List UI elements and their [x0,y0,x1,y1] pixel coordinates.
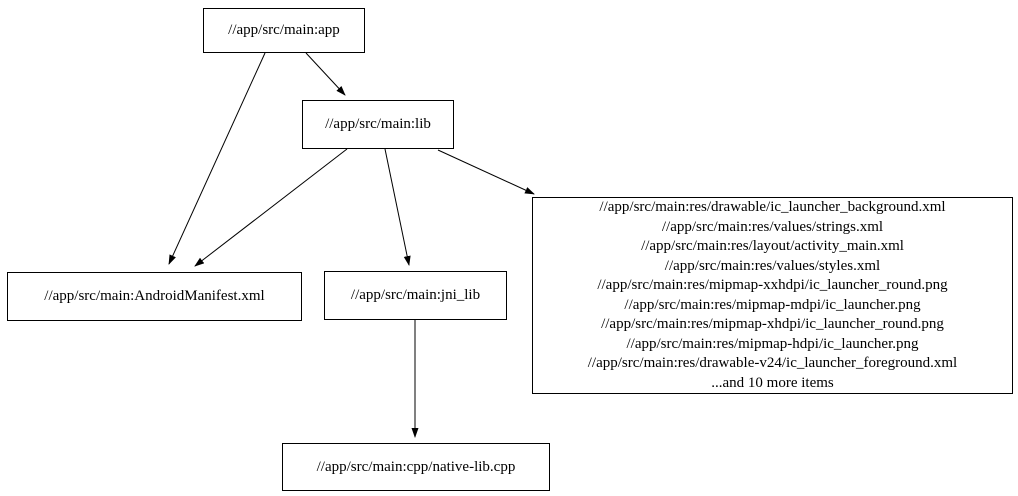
edge-lib-to-res-group [437,149,535,195]
node-android-manifest: //app/src/main:AndroidManifest.xml [7,272,302,321]
res-group-line: //app/src/main:res/mipmap-hdpi/ic_launch… [626,335,919,352]
node-lib: //app/src/main:lib [302,100,454,149]
res-group-line: //app/src/main:res/mipmap-xhdpi/ic_launc… [601,316,944,332]
res-group-line: //app/src/main:res/values/styles.xml [664,257,881,274]
res-group-line: //app/src/main:res/drawable/ic_launcher_… [599,199,946,215]
node-native-lib: //app/src/main:cpp/native-lib.cpp [282,443,550,491]
node-lib-label: //app/src/main:lib [325,116,431,132]
node-jni-lib-label: //app/src/main:jni_lib [350,287,481,303]
edge-app-to-lib [305,52,346,96]
res-group-line: //app/src/main:res/drawable-v24/ic_launc… [587,355,958,371]
node-res-group: //app/src/main:res/drawable/ic_launcher_… [532,197,1013,394]
node-native-lib-label: //app/src/main:cpp/native-lib.cpp [316,458,516,475]
edge-lib-to-manifest [194,148,348,267]
res-group-line: //app/src/main:res/layout/activity_main.… [641,238,904,254]
edge-app-to-manifest [168,52,266,265]
res-group-line: //app/src/main:res/mipmap-mdpi/ic_launch… [624,296,921,313]
node-app-label: //app/src/main:app [228,22,340,38]
node-app: //app/src/main:app [203,8,365,53]
res-group-more-items: ...and 10 more items [711,374,834,391]
edge-lib-to-jni-lib [384,148,411,266]
res-group-line: //app/src/main:res/mipmap-xxhdpi/ic_laun… [597,277,948,293]
node-android-manifest-label: //app/src/main:AndroidManifest.xml [44,288,265,304]
res-group-line: //app/src/main:res/values/strings.xml [661,218,884,235]
node-jni-lib: //app/src/main:jni_lib [324,271,507,320]
